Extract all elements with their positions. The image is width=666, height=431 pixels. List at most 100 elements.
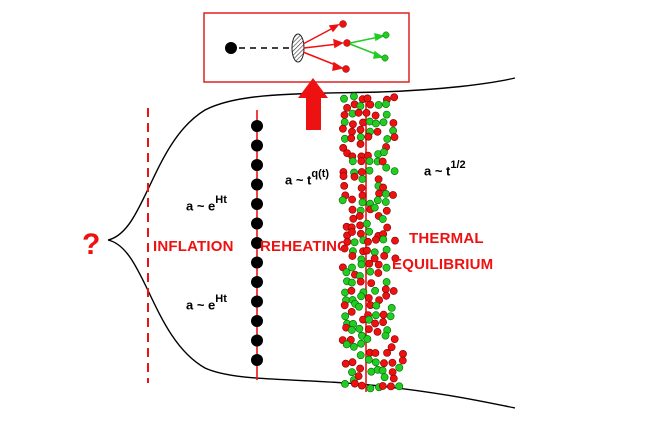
- particle-red: [348, 120, 357, 129]
- particle-red: [340, 111, 349, 119]
- particle-cloud: [338, 92, 407, 393]
- particle-green: [366, 267, 375, 276]
- particle-green: [365, 315, 373, 324]
- particle-green: [382, 278, 391, 286]
- particle-green: [355, 324, 364, 333]
- particle-red: [338, 124, 347, 133]
- particle-green: [342, 340, 351, 349]
- particle-green: [366, 384, 375, 393]
- particle-green: [382, 100, 390, 108]
- inflaton-dot: [251, 237, 263, 249]
- inflaton-dot: [251, 295, 263, 308]
- inflaton-dot: [251, 334, 263, 347]
- particle-red: [379, 310, 388, 319]
- particle-green: [382, 163, 391, 172]
- particle-red: [399, 349, 407, 358]
- particle-red: [389, 119, 398, 127]
- particle-red: [364, 237, 372, 246]
- particle-green: [373, 196, 382, 205]
- particle-red: [340, 181, 349, 190]
- particle-green: [371, 286, 379, 295]
- particle-red: [375, 189, 383, 198]
- inflation-lower-equation: a ~ eHt: [186, 293, 227, 313]
- thermal-label-line2: EQUILIBRIUM: [392, 256, 494, 273]
- particle-red: [381, 285, 390, 294]
- particle-green: [389, 126, 397, 135]
- particle-red: [383, 223, 392, 232]
- particle-red: [355, 212, 364, 220]
- particle-red: [364, 294, 373, 302]
- inflaton-dot: [251, 178, 263, 191]
- particle-red: [390, 335, 399, 343]
- particle-red: [347, 307, 356, 316]
- particle-green: [347, 326, 356, 334]
- particle-red: [356, 125, 365, 134]
- particle-red: [380, 359, 388, 368]
- particle-red: [371, 349, 380, 357]
- particle-green: [365, 166, 374, 175]
- particle-red: [378, 382, 387, 390]
- particle-red: [348, 195, 356, 204]
- particle-green: [380, 373, 389, 382]
- particle-red: [387, 343, 396, 352]
- particle-green: [338, 196, 347, 205]
- inflaton-dot: [251, 217, 263, 230]
- inflaton-particle-icon: [225, 42, 237, 54]
- particle-red: [350, 172, 359, 181]
- inflaton-dot: [251, 159, 263, 171]
- inflaton-dots: [251, 120, 263, 366]
- particle-red: [382, 206, 391, 215]
- particle-green: [386, 312, 395, 321]
- particle-green: [350, 238, 359, 247]
- particle-green: [371, 358, 380, 367]
- particle-red: [348, 205, 357, 214]
- particle-green: [381, 189, 390, 198]
- particle-green: [340, 118, 349, 126]
- particle-red: [364, 325, 373, 333]
- particle-green: [382, 263, 391, 272]
- particle-red: [349, 214, 358, 223]
- particle-green: [365, 157, 374, 165]
- inflaton-dot: [251, 120, 263, 132]
- particle-green: [340, 94, 348, 103]
- decay-product-green-1: [382, 31, 390, 39]
- particle-green: [357, 260, 366, 269]
- inflaton-dot: [251, 256, 263, 269]
- particle-green: [364, 355, 373, 364]
- particle-green: [355, 302, 363, 311]
- particle-red: [391, 236, 399, 245]
- particle-green: [379, 235, 388, 244]
- particle-red: [354, 372, 363, 380]
- particle-red: [379, 318, 387, 326]
- particle-green: [390, 167, 399, 175]
- particle-green: [374, 101, 383, 109]
- particle-green: [387, 303, 396, 312]
- particle-red: [339, 172, 348, 180]
- inflaton-dot: [251, 276, 263, 288]
- decay-product-green-2: [381, 54, 389, 62]
- particle-green: [383, 135, 392, 143]
- particle-red: [371, 319, 379, 328]
- particle-green: [365, 227, 374, 236]
- particle-green: [342, 268, 351, 277]
- particle-red: [388, 368, 397, 376]
- particle-red: [340, 244, 349, 253]
- reheating-label: REHEATING: [260, 238, 350, 255]
- thermal-label-line1: THERMAL: [409, 230, 484, 247]
- particle-red: [374, 175, 383, 184]
- particle-green: [349, 342, 358, 351]
- particle-red: [378, 157, 387, 166]
- particle-green: [381, 198, 390, 206]
- particle-red: [357, 381, 366, 390]
- particle-green: [341, 379, 349, 388]
- particle-green: [356, 102, 365, 110]
- particle-red: [357, 168, 366, 176]
- inflation-upper-equation: a ~ eHt: [186, 194, 227, 214]
- particle-red: [398, 356, 407, 365]
- inflaton-dot: [251, 139, 263, 152]
- particle-red: [348, 228, 356, 236]
- particle-red: [373, 327, 382, 336]
- particle-green: [379, 148, 388, 157]
- particle-red: [356, 364, 364, 373]
